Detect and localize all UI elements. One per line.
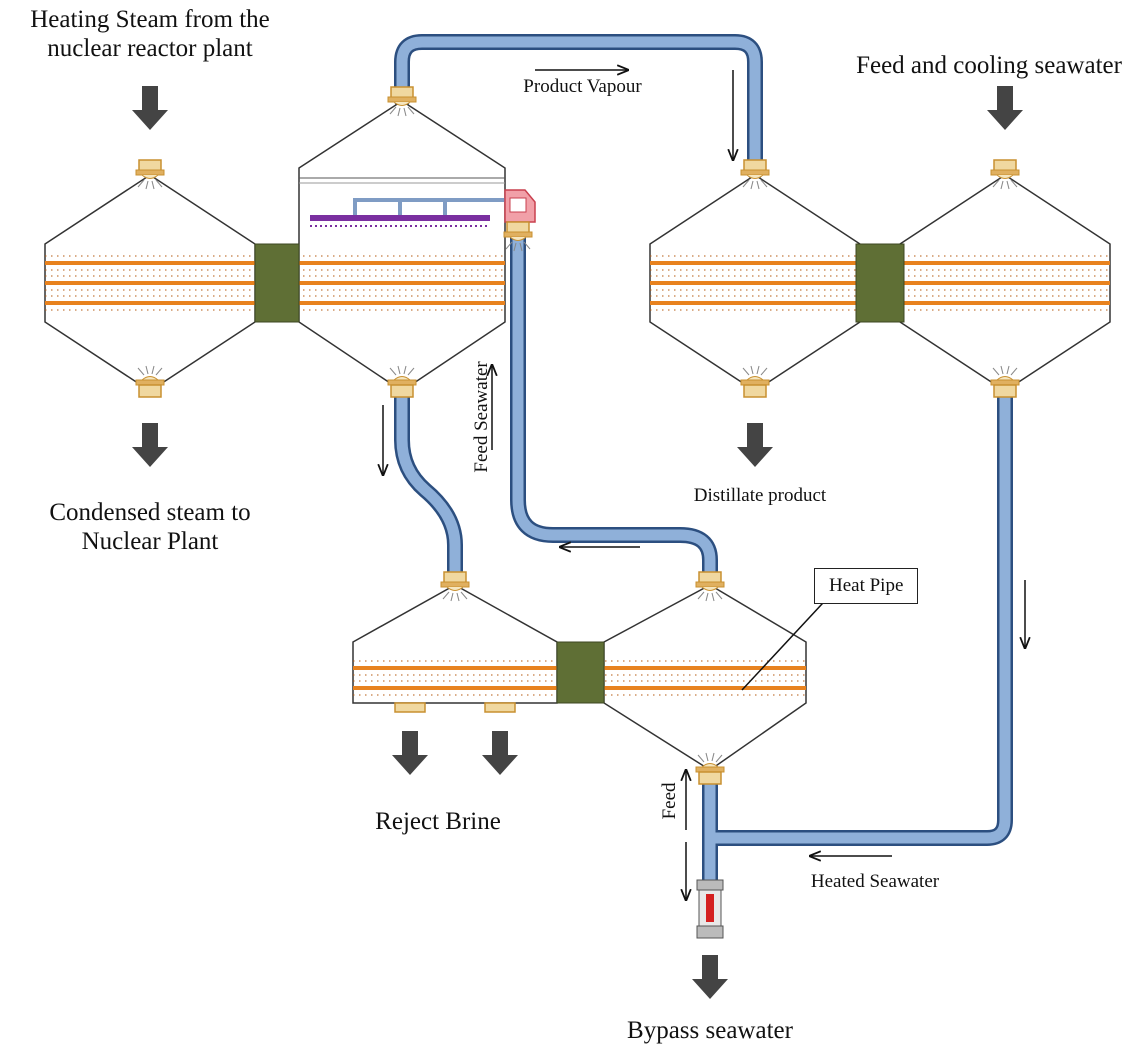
heated-seawater-label: Heated Seawater — [810, 871, 940, 892]
bypass-valve — [696, 879, 724, 939]
heat-pipe-block — [254, 243, 300, 323]
heating-steam-label: Heating Steam from the nuclear reactor p… — [30, 6, 270, 62]
steam-heat-exchanger — [44, 86, 536, 398]
condensed-steam-label: Condensed steam to Nuclear Plant — [49, 499, 251, 555]
heat-pipe-block — [855, 243, 905, 323]
bypass-seawater-label: Bypass seawater — [627, 1017, 793, 1044]
distillate-product-label: Distillate product — [693, 485, 827, 506]
brine-outlet — [394, 702, 426, 713]
piping — [394, 34, 1013, 898]
feed-label: Feed — [659, 782, 681, 820]
evaporator-exchanger — [352, 571, 807, 785]
brine-outlet — [484, 702, 516, 713]
feed-seawater-label: Feed Seawater — [471, 361, 493, 473]
feed-cooling-label: Feed and cooling seawater — [856, 52, 1122, 79]
spray-manifold — [310, 189, 536, 227]
condenser-exchanger — [649, 159, 1111, 398]
heat-pipe-label: Heat Pipe — [814, 568, 919, 604]
product-vapour-label: Product Vapour — [523, 76, 642, 97]
flow-arrows-small — [383, 70, 1025, 900]
heat-pipe-leader — [741, 589, 836, 691]
reject-brine-label: Reject Brine — [375, 808, 501, 835]
heat-pipe-block — [556, 641, 605, 704]
